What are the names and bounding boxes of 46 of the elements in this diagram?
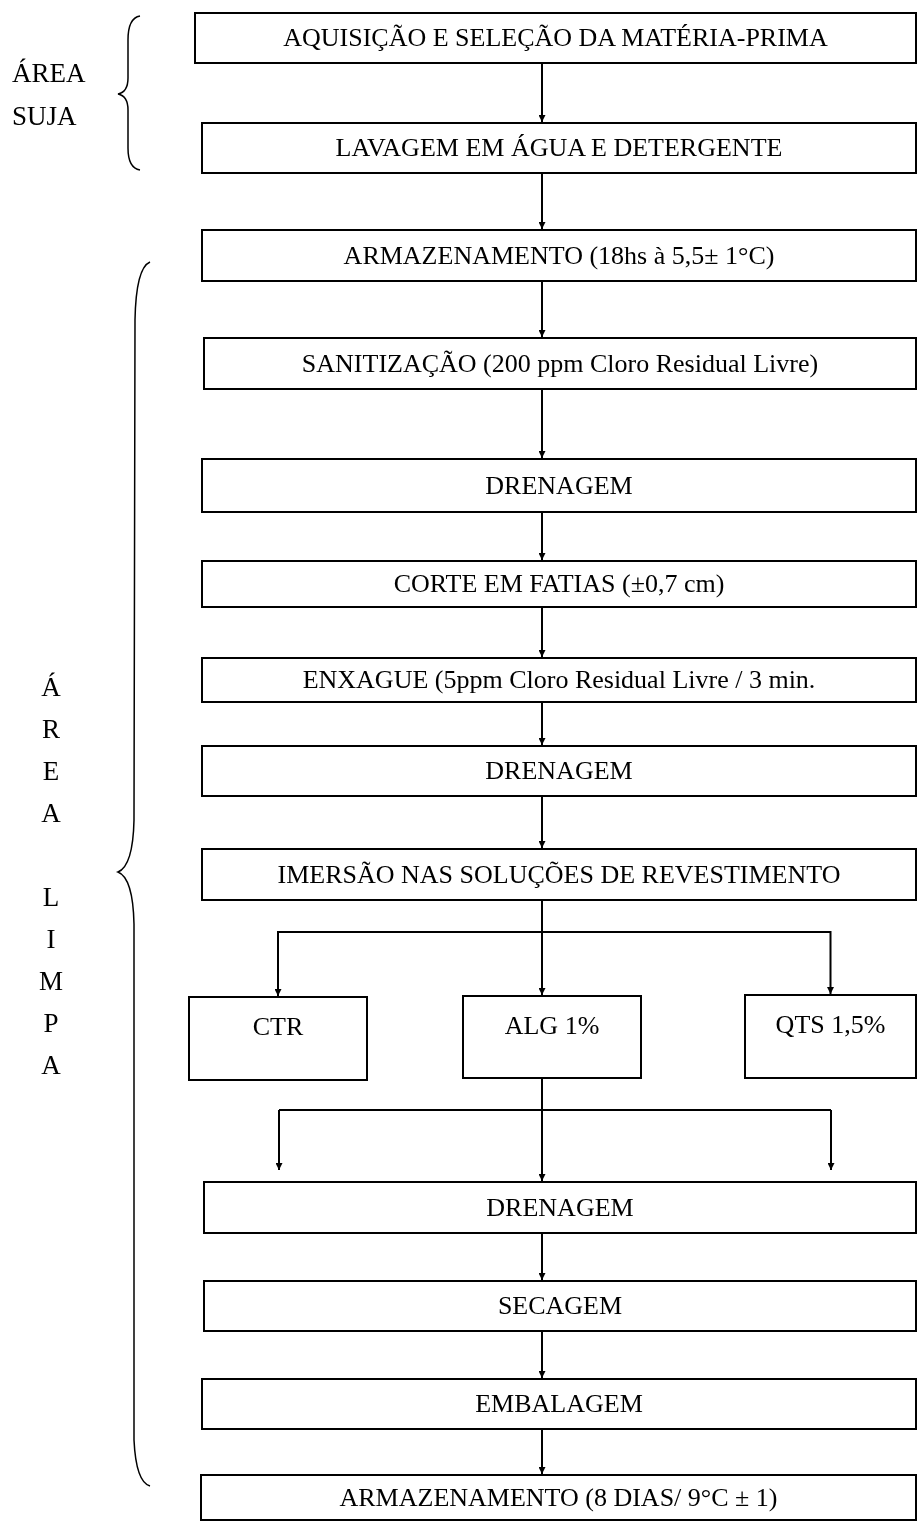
arrow <box>538 512 546 561</box>
arrow <box>538 389 546 459</box>
arrow <box>275 1078 835 1182</box>
process-box <box>203 337 917 390</box>
step-text: CTR <box>252 1012 304 1042</box>
process-box <box>188 996 368 1081</box>
step-text: CORTE EM FATIAS (±0,7 cm) <box>393 569 725 599</box>
step-text: SANITIZAÇÃO (200 ppm Cloro Residual Livre) <box>301 348 819 379</box>
process-box <box>201 657 917 703</box>
step-text: DRENAGEM <box>486 1192 634 1223</box>
process-box <box>201 229 917 282</box>
arrow <box>538 1331 546 1379</box>
step-text: DRENAGEM <box>485 756 633 786</box>
step-text: SECAGEM <box>497 1291 623 1321</box>
arrow <box>538 1233 546 1281</box>
area-label: ÁREA LIMPA <box>38 672 64 1082</box>
arrow <box>538 63 546 123</box>
step-text: ENXAGUE (5ppm Cloro Residual Livre / 3 min. <box>302 665 816 695</box>
arrow <box>538 796 546 849</box>
arrow <box>538 607 546 658</box>
process-box <box>201 560 917 608</box>
process-box <box>201 848 917 901</box>
area-label: ÁREA SUJA <box>12 57 86 133</box>
step-text: IMERSÃO NAS SOLUÇÕES DE REVESTIMENTO <box>277 859 841 890</box>
process-box <box>203 1280 917 1332</box>
process-box <box>201 1378 917 1430</box>
process-box <box>201 458 917 513</box>
process-box <box>194 12 917 64</box>
step-text: ARMAZENAMENTO (8 DIAS/ 9°C ± 1) <box>339 1482 778 1513</box>
step-text: EMBALAGEM <box>475 1389 643 1419</box>
arrow <box>538 702 546 746</box>
process-box <box>462 995 642 1079</box>
process-box <box>200 1474 917 1521</box>
arrow <box>538 173 546 230</box>
arrow <box>538 1429 546 1475</box>
step-text: QTS 1,5% <box>775 1010 886 1040</box>
process-box <box>201 122 917 174</box>
process-box <box>201 745 917 797</box>
process-box <box>744 994 917 1079</box>
step-text: LAVAGEM EM ÁGUA E DETERGENTE <box>335 133 783 163</box>
step-text: ALG 1% <box>504 1011 600 1041</box>
process-box <box>203 1181 917 1234</box>
arrow <box>538 281 546 338</box>
step-text: AQUISIÇÃO E SELEÇÃO DA MATÉRIA-PRIMA <box>283 23 828 53</box>
step-text: DRENAGEM <box>485 470 633 501</box>
step-text: ARMAZENAMENTO (18hs à 5,5± 1°C) <box>343 240 775 271</box>
